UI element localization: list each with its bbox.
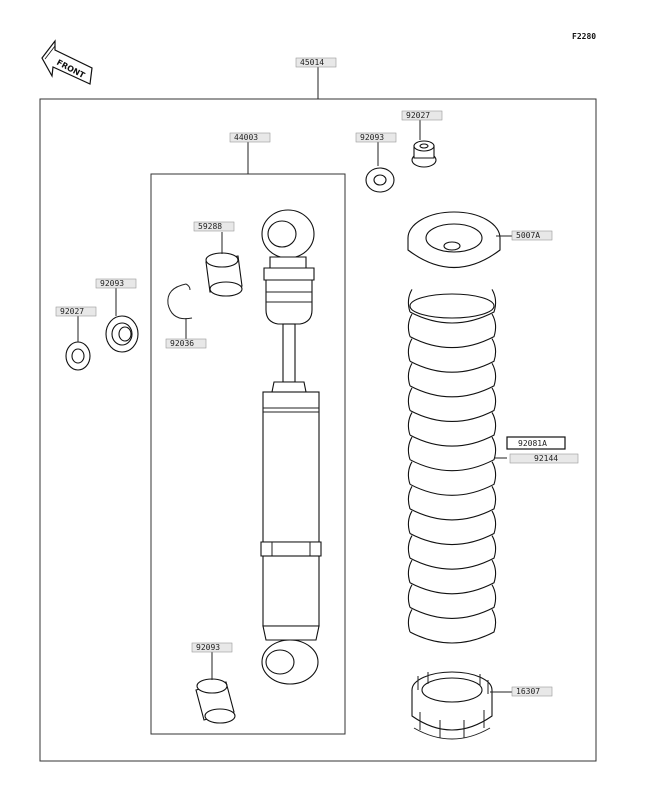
spring-seat — [407, 211, 501, 268]
spring-coil — [409, 338, 497, 373]
spring-coil — [409, 362, 497, 398]
spring-coil-side — [407, 609, 413, 633]
left-bearing — [105, 315, 139, 353]
spring-coil — [409, 436, 497, 472]
spring-coil — [409, 313, 497, 349]
spring-part-box — [506, 436, 566, 450]
shock-absorber-body — [260, 209, 322, 685]
spring-coil-side — [407, 289, 413, 313]
label-spring-seat: 5007A — [516, 231, 540, 240]
spring-coil-side — [407, 584, 413, 608]
spring-coil-side — [407, 362, 413, 387]
top-collar — [411, 140, 437, 168]
label-assembly: 45014 — [300, 58, 324, 67]
spring-coil — [409, 559, 497, 595]
coil-spring — [407, 289, 497, 644]
spring-coil-side — [407, 436, 413, 460]
spring-coil — [409, 510, 497, 546]
label-bushing-lower: 92093 — [196, 643, 220, 652]
label-washer-left: 92027 — [60, 307, 84, 316]
spring-coil — [409, 289, 497, 324]
label-shock-absorber: 44003 — [234, 133, 258, 142]
circlip-ring — [167, 283, 193, 320]
label-bushing-upper: 59288 — [198, 222, 222, 231]
spring-coil-side — [407, 486, 413, 510]
spring-coil-side — [407, 559, 413, 583]
spring-coil-side — [407, 338, 413, 362]
front-arrow-icon: FRONT — [41, 39, 93, 85]
spring-coil — [409, 486, 497, 521]
spring-coil-side — [407, 412, 413, 436]
spring-coil-side — [407, 510, 413, 534]
label-adjuster-nut: 16307 — [516, 687, 540, 696]
lower-bushing — [195, 678, 236, 724]
spring-coil — [409, 609, 497, 644]
spring-coil-side — [407, 313, 413, 337]
label-washer-top: 92093 — [360, 133, 384, 142]
spring-coil-side — [407, 461, 413, 485]
spring-coil-side — [407, 535, 413, 559]
spring-coil — [409, 461, 497, 496]
spring-coil-side — [407, 387, 413, 411]
label-spring: 92144 — [534, 454, 558, 463]
upper-bushing — [205, 252, 243, 297]
label-collar-top: 92027 — [406, 111, 430, 120]
figure-code: F2280 — [572, 32, 596, 41]
spring-coil — [409, 387, 497, 423]
spring-top-coil — [409, 293, 495, 319]
left-washer — [65, 341, 91, 371]
spring-coil — [409, 584, 497, 619]
label-circlip: 92036 — [170, 339, 194, 348]
top-washer — [365, 167, 395, 193]
spring-coil — [409, 412, 497, 447]
label-spring-box: 92081A — [518, 439, 547, 448]
adjuster-nut — [411, 671, 493, 740]
spring-coil — [409, 535, 497, 570]
label-bearing-left: 92093 — [100, 279, 124, 288]
